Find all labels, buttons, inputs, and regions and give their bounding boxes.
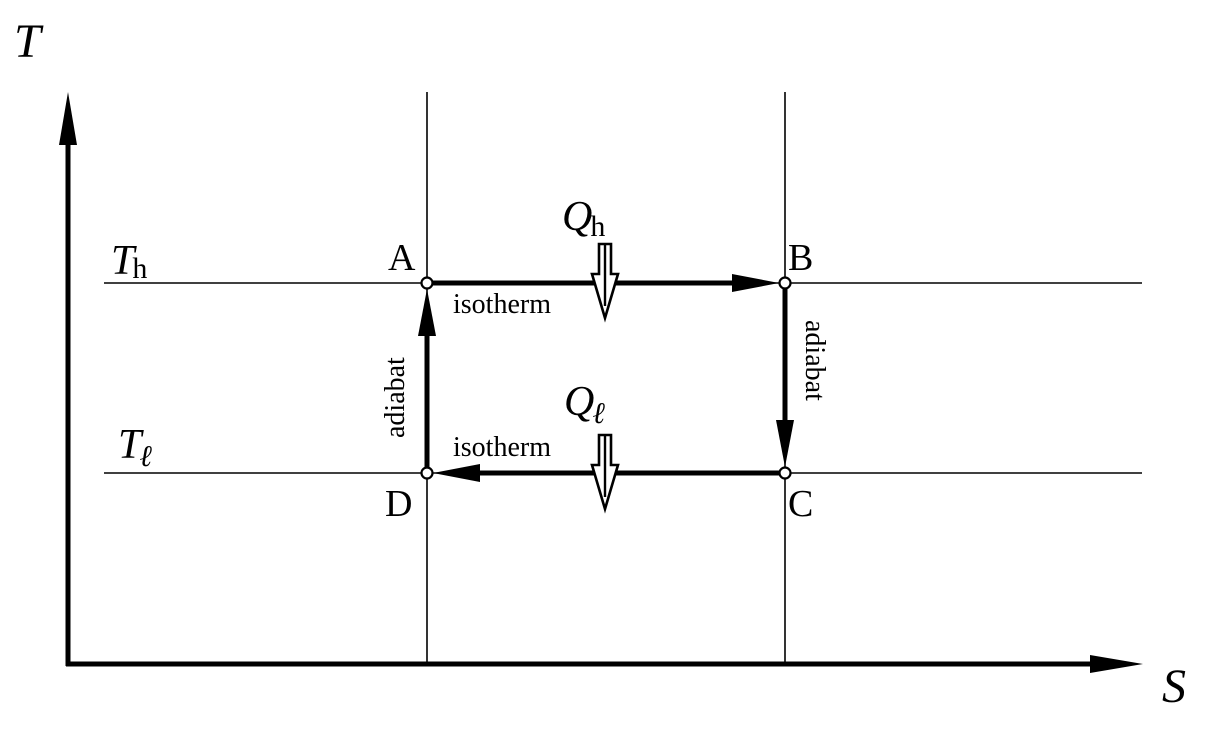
point-a-marker: [420, 276, 434, 290]
point-d-marker: [420, 466, 434, 480]
x-axis-arrowhead: [1090, 655, 1143, 673]
y-axis-label: T: [14, 15, 44, 68]
point-a-label: A: [388, 237, 416, 279]
point-c-label: C: [788, 483, 813, 525]
cold-level-label: Tℓ: [118, 422, 152, 473]
heat-out-arrow: [590, 433, 620, 514]
isotherm-bottom-arrowhead: [433, 464, 480, 482]
y-axis-arrowhead: [59, 92, 77, 145]
point-c-marker: [778, 466, 792, 480]
isotherm-top-arrowhead: [732, 274, 779, 292]
point-b-label: B: [788, 237, 813, 279]
hot-level-label: Th: [111, 238, 147, 285]
isotherm-bottom-label: isotherm: [453, 432, 551, 463]
heat-in-arrow: [590, 242, 620, 323]
adiabat-left-label: adiabat: [380, 357, 411, 438]
point-d-label: D: [385, 483, 412, 525]
adiabat-left-arrowhead: [418, 289, 436, 336]
x-axis-label: S: [1162, 660, 1186, 713]
isotherm-top-label: isotherm: [453, 289, 551, 320]
adiabat-right-label: adiabat: [799, 320, 830, 401]
heat-in-label: Qh: [562, 194, 605, 243]
point-b-marker: [778, 276, 792, 290]
adiabat-right-arrowhead: [776, 420, 794, 467]
heat-out-label: Qℓ: [564, 379, 605, 430]
